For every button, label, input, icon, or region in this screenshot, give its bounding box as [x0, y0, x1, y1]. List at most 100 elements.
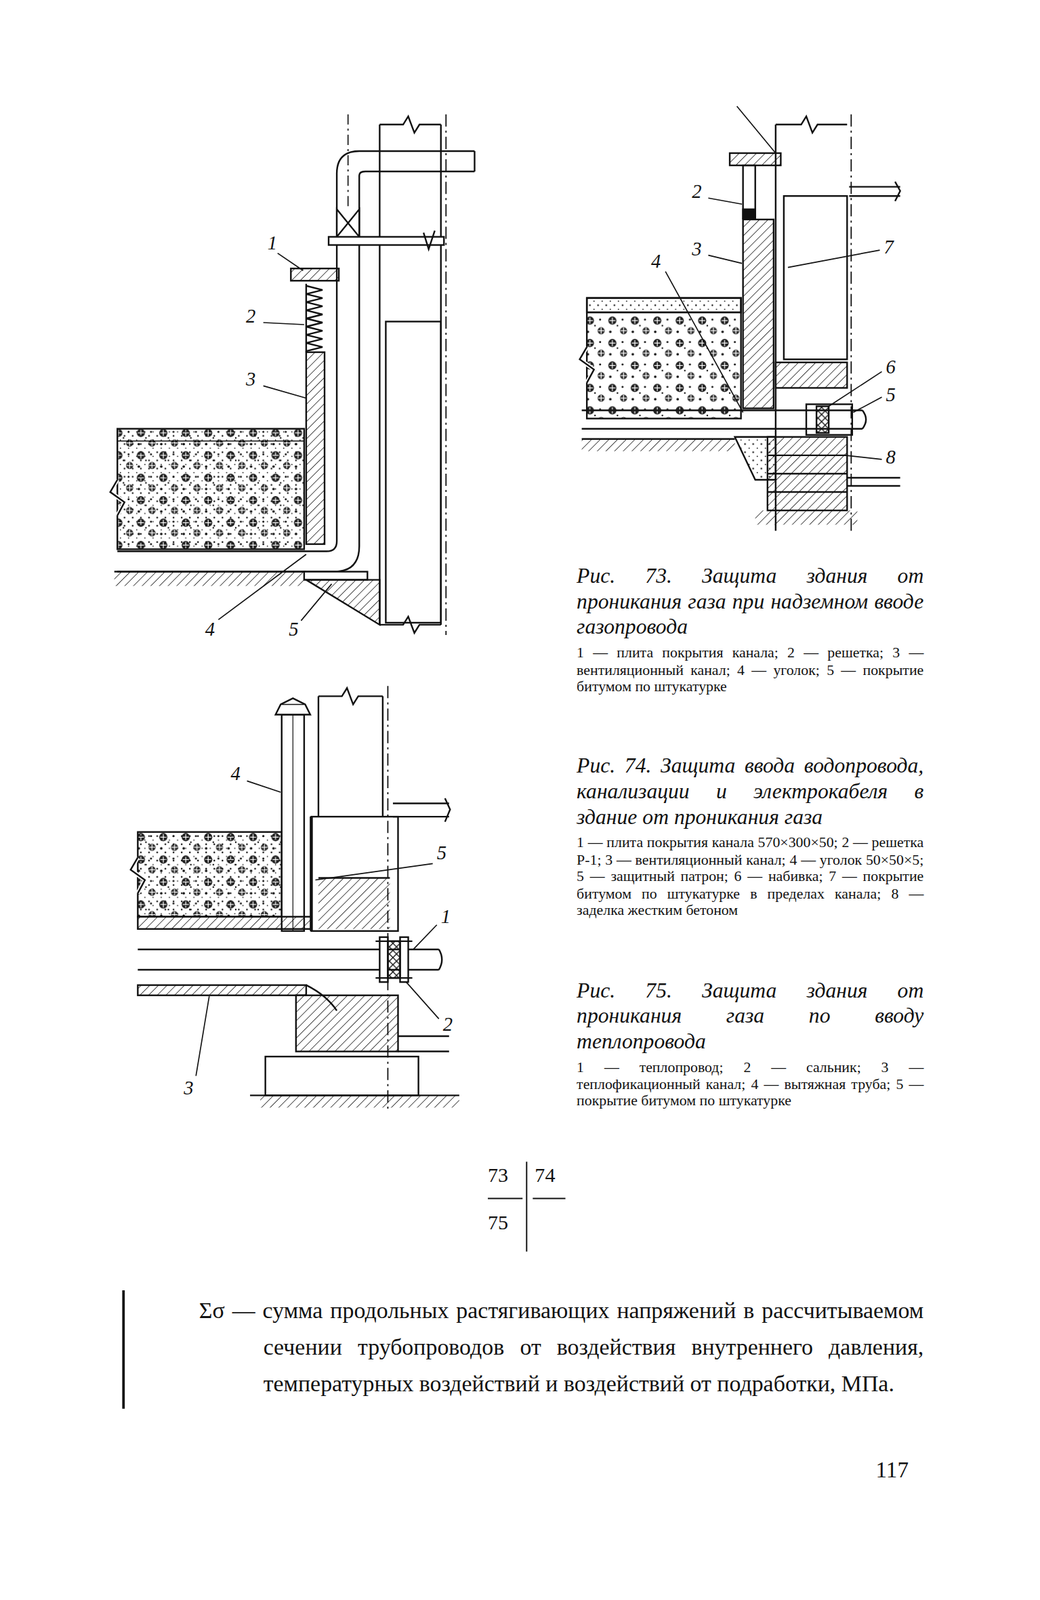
figure-73	[359, 171, 475, 240]
figure-73	[306, 285, 323, 351]
figure-73	[300, 584, 332, 621]
callout-number: 6	[886, 357, 896, 378]
figure-74	[586, 298, 741, 313]
figure-75	[137, 832, 282, 917]
figure-73	[114, 570, 307, 572]
callout-number: 3	[245, 369, 256, 390]
figure-75	[413, 924, 438, 950]
figure-74	[743, 219, 774, 409]
figure-73	[263, 385, 307, 398]
figure-legend: 1 — плита покрытия канала; 2 — решетка; …	[576, 644, 924, 696]
callout-number: 4	[651, 251, 661, 272]
figure-75	[318, 687, 383, 704]
figure-75	[265, 1056, 419, 1095]
figure-75	[406, 981, 440, 1019]
figure-74	[581, 438, 736, 440]
figure-73	[114, 571, 307, 587]
figure-75	[439, 949, 443, 970]
figure-74	[850, 114, 852, 534]
figure-75	[375, 976, 412, 979]
figure-73	[347, 114, 349, 210]
figure-74	[586, 298, 741, 419]
figure-73	[290, 268, 339, 281]
figure-73	[117, 245, 360, 572]
figure-74	[846, 485, 900, 487]
figure-layout-table	[525, 1161, 528, 1252]
figure-75	[317, 695, 320, 817]
figure-75	[379, 937, 388, 982]
figure-layout-table	[487, 1161, 566, 1252]
figure-73	[423, 230, 435, 249]
figure-73	[385, 321, 441, 623]
figure-75	[382, 695, 384, 817]
figure-number: 75	[487, 1210, 509, 1234]
figure-75	[397, 1035, 449, 1037]
figure-73	[445, 114, 447, 635]
figure-74	[586, 298, 741, 313]
figure-74	[775, 116, 847, 133]
callout-number: 5	[437, 842, 447, 864]
figure-73	[379, 616, 441, 633]
figure-75	[260, 1094, 460, 1108]
figure-75	[392, 815, 450, 818]
figure-74	[665, 271, 743, 413]
figure-73	[110, 479, 125, 516]
figure-73	[304, 571, 368, 580]
figure-74	[895, 181, 901, 202]
figure-73	[218, 554, 307, 620]
figure-73	[110, 114, 475, 635]
figure-74	[846, 476, 900, 479]
figure-73	[336, 151, 475, 240]
figure-caption: Рис. 75. Защита здания от проникания газ…	[576, 977, 924, 1055]
callout-number: 3	[183, 1077, 194, 1099]
figure-74	[579, 106, 901, 534]
figure-75	[375, 940, 412, 942]
callout-number: 2	[443, 1014, 453, 1035]
figure-75	[281, 714, 305, 931]
callout-number: 1	[267, 232, 278, 253]
margin-bar	[121, 1290, 125, 1409]
figure-75	[281, 703, 305, 706]
figure-73	[336, 209, 360, 238]
figure-75	[195, 995, 210, 1076]
figure-74	[862, 410, 866, 429]
figure-74	[708, 197, 742, 204]
figure-73	[473, 151, 475, 172]
figure-73	[306, 579, 380, 625]
figure-75	[130, 685, 460, 1113]
figure-75	[137, 832, 282, 917]
figure-number: 74	[534, 1163, 555, 1186]
figure-legend: 1 — теплопровод; 2 — сальник; 3 — теплоф…	[576, 1058, 924, 1110]
figure-74	[755, 510, 858, 525]
figure-74	[767, 437, 847, 511]
figure-75	[275, 697, 311, 715]
figure-75	[130, 857, 145, 893]
callout-number: 3	[691, 238, 702, 259]
callout-number: 1	[441, 906, 451, 927]
figure-75	[315, 863, 433, 880]
figure-74	[767, 454, 847, 456]
figure-legend: 1 — плита покрытия канала 570×300×50; 2 …	[576, 834, 924, 919]
figure-75	[137, 916, 311, 929]
figure-75	[130, 857, 145, 893]
figure-73	[117, 428, 305, 550]
figure-75	[397, 1050, 449, 1052]
figure-75	[296, 995, 399, 1052]
callout-number: 5	[288, 619, 299, 640]
figure-73	[379, 116, 441, 133]
figure-75	[392, 802, 450, 804]
figure-layout-table	[532, 1197, 566, 1200]
page-number: 117	[875, 1457, 908, 1482]
figure-74	[853, 397, 882, 413]
callout-number: 4	[205, 619, 215, 640]
figure-73	[263, 322, 305, 325]
figure-75	[137, 985, 307, 996]
callout-number: 5	[886, 384, 896, 406]
figure-74	[708, 255, 742, 264]
figure-layout-table	[487, 1197, 523, 1200]
figure-74	[848, 185, 900, 187]
callout-number: 4	[230, 763, 240, 784]
figure-74	[579, 346, 595, 383]
figure-75	[387, 941, 400, 978]
